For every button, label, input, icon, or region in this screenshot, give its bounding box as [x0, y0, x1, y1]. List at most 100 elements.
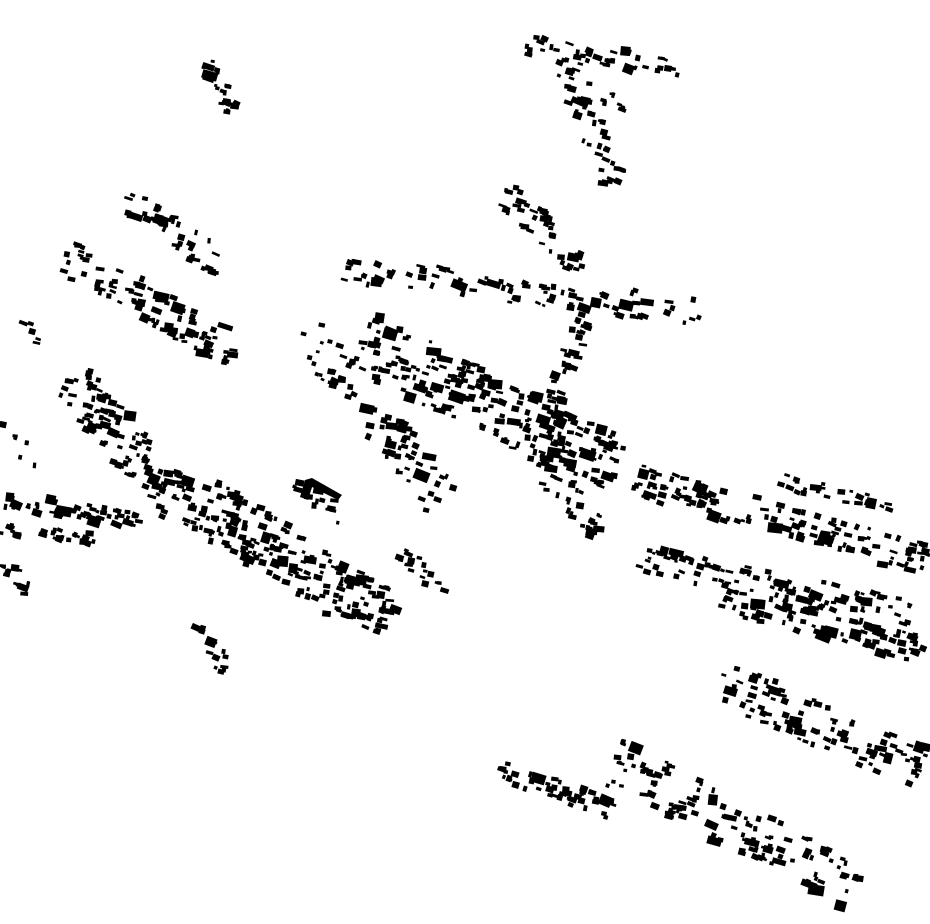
building-footprint [141, 195, 149, 202]
building-footprint [572, 53, 582, 61]
building-footprint [704, 818, 719, 832]
building-footprint [544, 455, 554, 463]
building-footprint [656, 551, 664, 557]
building-footprint [187, 244, 195, 252]
building-footprint [639, 298, 655, 307]
building-footprint [592, 53, 603, 62]
building-footprint [745, 713, 752, 719]
building-footprint [750, 613, 761, 622]
building-footprint [159, 327, 165, 332]
building-footprint [657, 491, 667, 499]
building-footprint [515, 441, 521, 449]
building-footprint [193, 331, 200, 339]
building-footprint [748, 846, 756, 853]
building-footprint [332, 592, 340, 599]
building-footprint [412, 467, 431, 484]
building-footprint [591, 467, 601, 474]
building-footprint [198, 510, 207, 518]
building-footprint [421, 561, 427, 569]
building-footprint [364, 614, 370, 621]
building-footprint [918, 644, 928, 653]
building-footprint [213, 665, 218, 670]
building-footprint [429, 281, 436, 290]
building-footprint [906, 556, 915, 562]
building-footprint [363, 601, 370, 607]
building-footprint [733, 579, 740, 584]
building-footprint [141, 482, 150, 491]
building-footprint [609, 802, 617, 808]
building-footprint [450, 278, 469, 293]
building-footprint [401, 419, 410, 426]
building-footprint [557, 254, 565, 261]
building-footprint [739, 567, 746, 575]
building-footprint [570, 418, 579, 427]
building-footprint [498, 203, 508, 209]
building-footprint [372, 274, 386, 285]
building-footprint [468, 393, 476, 398]
building-footprint [719, 802, 727, 811]
building-footprint [154, 319, 160, 326]
building-footprint [271, 536, 281, 541]
building-footprint [770, 515, 779, 524]
building-footprint [512, 184, 520, 191]
building-footprint [490, 397, 499, 404]
building-footprint [106, 293, 112, 299]
building-footprint [646, 547, 653, 554]
building-footprint [837, 545, 843, 553]
building-footprint [181, 488, 186, 493]
building-footprint [652, 781, 658, 788]
building-footprint [668, 810, 676, 815]
building-footprint [712, 577, 718, 582]
building-footprint [101, 416, 112, 423]
building-footprint [743, 816, 749, 821]
building-footprint [649, 801, 661, 811]
building-footprint [556, 793, 564, 802]
building-footprint [585, 49, 594, 58]
building-footprint [735, 679, 744, 685]
building-footprint [108, 284, 118, 290]
building-footprint [889, 742, 898, 750]
building-footprint [99, 510, 108, 516]
building-footprint [54, 536, 64, 544]
building-footprint [226, 486, 230, 491]
building-footprint [581, 138, 586, 144]
building-footprint [877, 633, 884, 638]
building-footprint [410, 449, 418, 457]
building-footprint [909, 640, 916, 644]
building-footprint [533, 34, 540, 41]
building-footprint [531, 214, 538, 222]
building-footprint [720, 582, 730, 590]
building-footprint [646, 789, 652, 796]
building-footprint [565, 40, 574, 47]
building-footprint [428, 340, 433, 344]
building-footprint [488, 404, 494, 409]
building-footprint [607, 434, 613, 440]
building-footprint [550, 784, 558, 792]
building-footprint [326, 505, 336, 512]
building-footprint [114, 507, 122, 515]
building-footprint [831, 719, 837, 725]
building-footprint [642, 489, 658, 501]
building-footprint [717, 837, 724, 843]
building-footprint [844, 888, 849, 894]
building-footprint [609, 92, 615, 96]
building-footprint [747, 691, 758, 700]
building-footprint [203, 339, 215, 349]
building-footprint [862, 621, 873, 630]
building-footprint [459, 291, 466, 298]
building-footprint [535, 786, 542, 792]
building-footprint [724, 581, 732, 585]
building-footprint [433, 480, 442, 488]
building-footprint [809, 854, 815, 861]
building-footprint [864, 492, 871, 497]
building-footprint [740, 602, 749, 610]
building-footprint [15, 567, 23, 573]
building-footprint [190, 622, 201, 632]
building-footprint [518, 393, 525, 400]
building-footprint [422, 569, 428, 573]
building-footprint [427, 570, 435, 578]
building-footprint [247, 550, 253, 554]
building-footprint [128, 443, 139, 451]
building-footprint [721, 814, 731, 821]
building-footprint [107, 398, 118, 407]
